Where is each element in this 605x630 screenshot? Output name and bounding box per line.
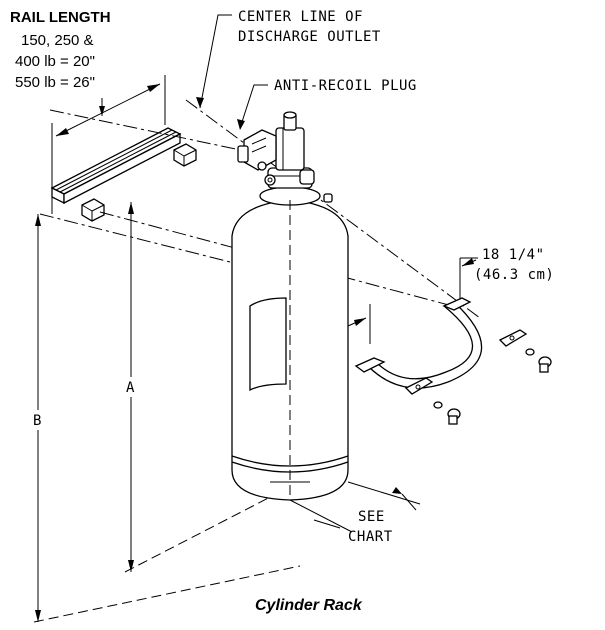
see-chart-dimension: SEE CHART bbox=[289, 481, 421, 545]
anti-recoil-label: ANTI-RECOIL PLUG bbox=[274, 78, 417, 94]
anti-recoil-callout: ANTI-RECOIL PLUG bbox=[237, 78, 417, 130]
see-chart-label-2: CHART bbox=[348, 529, 393, 545]
dimension-b-label: B bbox=[33, 413, 42, 429]
cylinder-strap bbox=[354, 297, 528, 395]
dimension-b: B bbox=[29, 214, 301, 623]
cylinder-valve bbox=[237, 111, 315, 189]
strap-dimension: 18 1/4" (46.3 cm) bbox=[347, 247, 554, 344]
rail-length-title: RAIL LENGTH bbox=[10, 9, 111, 26]
rail-length-dimension bbox=[51, 75, 166, 214]
dimension-a-label: A bbox=[126, 380, 135, 396]
rail-length-line-1: 150, 250 & bbox=[21, 32, 94, 49]
rail-length-note: RAIL LENGTH 150, 250 & 400 lb = 20" 550 … bbox=[10, 9, 111, 91]
strap-dim-label-1: 18 1/4" bbox=[482, 247, 545, 263]
strap-dim-label-2: (46.3 cm) bbox=[474, 267, 554, 283]
rail-length-line-3: 550 lb = 26" bbox=[15, 74, 95, 91]
agent-cylinder bbox=[231, 186, 349, 501]
mounting-rail bbox=[50, 127, 197, 222]
dimension-a: A bbox=[122, 202, 281, 573]
center-line-callout: CENTER LINE OF DISCHARGE OUTLET bbox=[196, 9, 381, 109]
center-line-label-1: CENTER LINE OF bbox=[238, 9, 363, 25]
strap-hardware bbox=[433, 348, 552, 425]
see-chart-label-1: SEE bbox=[358, 509, 385, 525]
center-line-label-2: DISCHARGE OUTLET bbox=[238, 29, 381, 45]
figure-caption: Cylinder Rack bbox=[255, 597, 363, 614]
rail-length-line-2: 400 lb = 20" bbox=[15, 53, 95, 70]
